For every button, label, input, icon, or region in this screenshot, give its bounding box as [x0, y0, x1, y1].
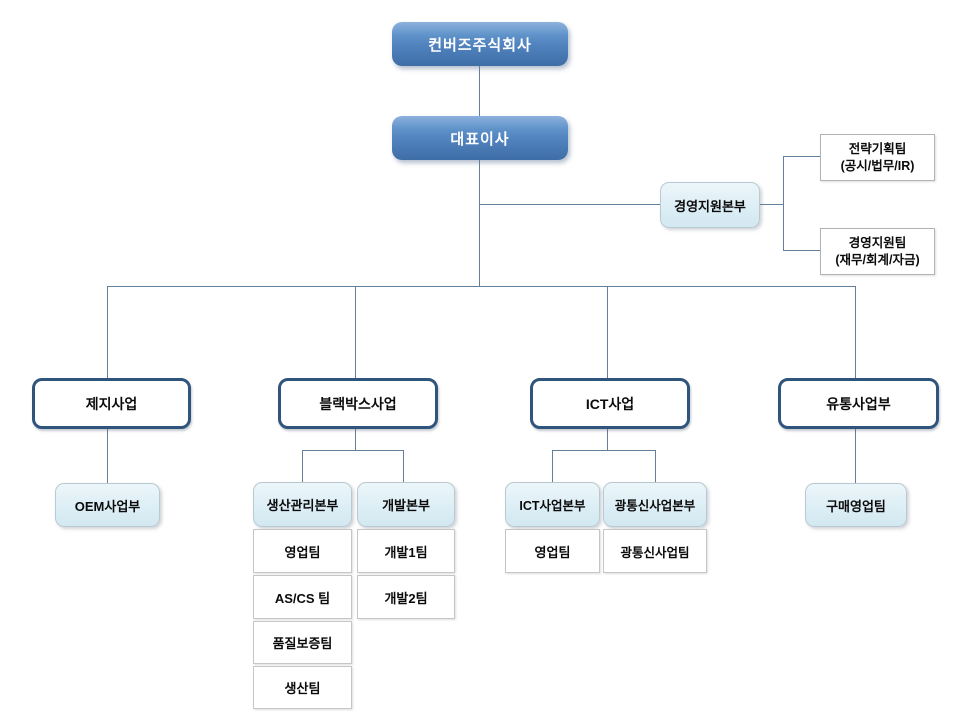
node-distribution-division: 유통사업부: [778, 378, 939, 429]
connector-dist-to-purchase: [855, 423, 856, 483]
connector-mgmt-hq-stub: [758, 204, 783, 205]
node-development-hq: 개발본부: [357, 482, 455, 527]
connector-drop-production-hq: [302, 450, 303, 483]
node-dev-team-2: 개발2팀: [357, 575, 455, 619]
connector-drop-distribution: [855, 286, 856, 378]
connector-to-strategy-team: [783, 156, 820, 157]
connector-ceo-to-mgmt-hq: [480, 204, 660, 205]
connector-division-bus: [107, 286, 856, 287]
node-sales-team-ict: 영업팀: [505, 529, 600, 573]
connector-drop-paper: [107, 286, 108, 378]
connector-paper-to-oem: [107, 423, 108, 483]
node-purchase-sales-team: 구매영업팀: [805, 483, 907, 527]
connector-drop-optical-hq: [655, 450, 656, 483]
node-strategy-planning-team: 전략기획팀 (공시/법무/IR): [820, 134, 935, 181]
node-management-support-team: 경영지원팀 (재무/회계/자금): [820, 228, 935, 275]
connector-to-mgmt-team: [783, 250, 820, 251]
node-ict-business-hq: ICT사업본부: [505, 482, 600, 527]
connector-drop-dev-hq: [403, 450, 404, 483]
node-ceo: 대표이사: [385, 109, 574, 167]
node-label: 전략기획팀: [848, 142, 907, 157]
node-paper-division: 제지사업: [32, 378, 191, 429]
node-dev-team-1: 개발1팀: [357, 529, 455, 573]
node-oem-business-unit: OEM사업부: [55, 483, 160, 527]
connector-mgmt-hq-split: [783, 156, 784, 251]
connector-company-to-ceo: [479, 66, 480, 116]
node-as-cs-team: AS/CS 팀: [253, 575, 352, 619]
node-optical-comm-hq: 광통신사업본부: [603, 482, 707, 527]
connector-drop-ict-hq: [552, 450, 553, 483]
node-quality-assurance-team: 품질보증팀: [253, 621, 352, 664]
connector-ict-split: [552, 450, 656, 451]
connector-drop-ict: [607, 286, 608, 378]
node-sales-team-production: 영업팀: [253, 529, 352, 573]
connector-ceo-to-bus: [479, 160, 480, 286]
node-company: 컨버즈주식회사: [385, 15, 574, 73]
connector-ict-stem: [607, 423, 608, 450]
node-label: 경영지원팀: [848, 236, 907, 251]
node-production-management-hq: 생산관리본부: [253, 482, 352, 527]
connector-drop-blackbox: [355, 286, 356, 378]
connector-blackbox-split: [302, 450, 404, 451]
connector-blackbox-stem: [355, 423, 356, 450]
node-blackbox-division: 블랙박스사업: [278, 378, 438, 429]
node-sublabel: (재무/회계/자금): [835, 252, 920, 267]
node-sublabel: (공시/법무/IR): [840, 158, 915, 173]
node-production-team: 생산팀: [253, 666, 352, 709]
node-ict-division: ICT사업: [530, 378, 690, 429]
node-management-support-hq: 경영지원본부: [660, 182, 760, 228]
node-optical-comm-team: 광통신사업팀: [603, 529, 707, 573]
